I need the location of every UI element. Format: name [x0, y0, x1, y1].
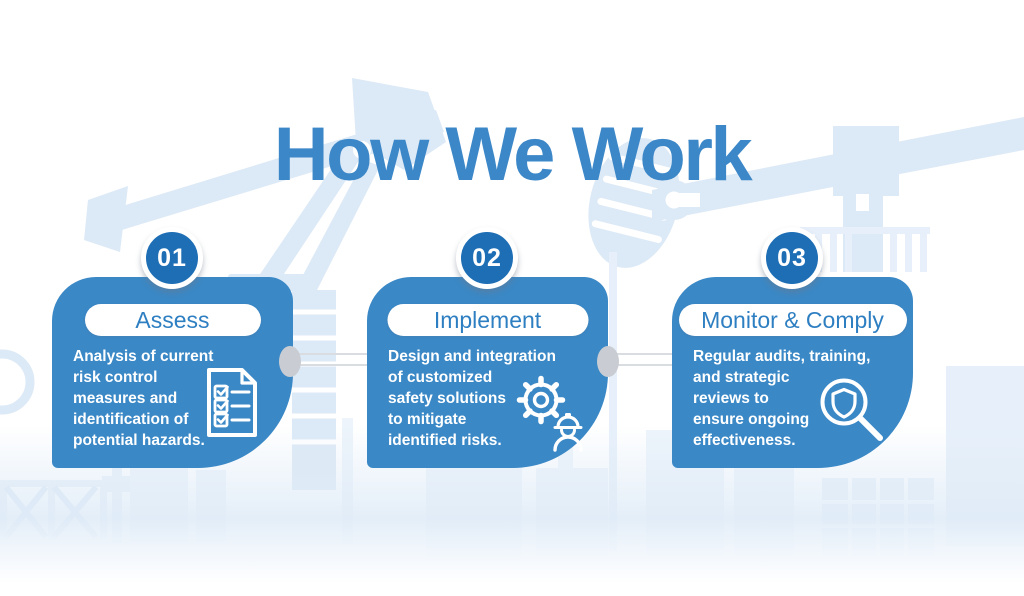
page-title: How We Work — [273, 111, 753, 197]
step-number: 03 — [777, 243, 807, 272]
step-card-monitor-comply: Monitor & Comply Regular audits, trainin… — [672, 277, 913, 468]
step-number: 02 — [472, 243, 502, 272]
connector-node-2 — [597, 346, 619, 377]
connector-line-1 — [292, 353, 368, 366]
step-number: 01 — [157, 243, 187, 272]
shield-magnifier-icon — [820, 378, 883, 441]
step-label: Implement — [433, 306, 542, 333]
step-description: Design and integration of customized saf… — [388, 348, 556, 449]
step-description: Regular audits, training, and strategic … — [693, 348, 871, 449]
step-label-pill: Implement — [387, 304, 588, 336]
step-card-implement: Implement Design and integration of cust… — [367, 277, 608, 468]
step-label-pill: Monitor & Comply — [678, 304, 907, 336]
step-card-assess: Assess Analysis of current risk control … — [52, 277, 293, 468]
checklist-document-icon — [207, 368, 257, 437]
step-number-badge: 01 — [141, 227, 203, 289]
gear-engineer-icon — [516, 375, 583, 452]
step-label-pill: Assess — [84, 304, 261, 336]
step-number-badge: 02 — [456, 227, 518, 289]
step-label: Assess — [135, 306, 210, 333]
step-description: Analysis of current risk control measure… — [73, 348, 214, 449]
step-number-badge: 03 — [761, 227, 823, 289]
connector-line-2 — [607, 353, 673, 366]
step-label: Monitor & Comply — [701, 306, 884, 333]
connector-node-1 — [279, 346, 301, 377]
